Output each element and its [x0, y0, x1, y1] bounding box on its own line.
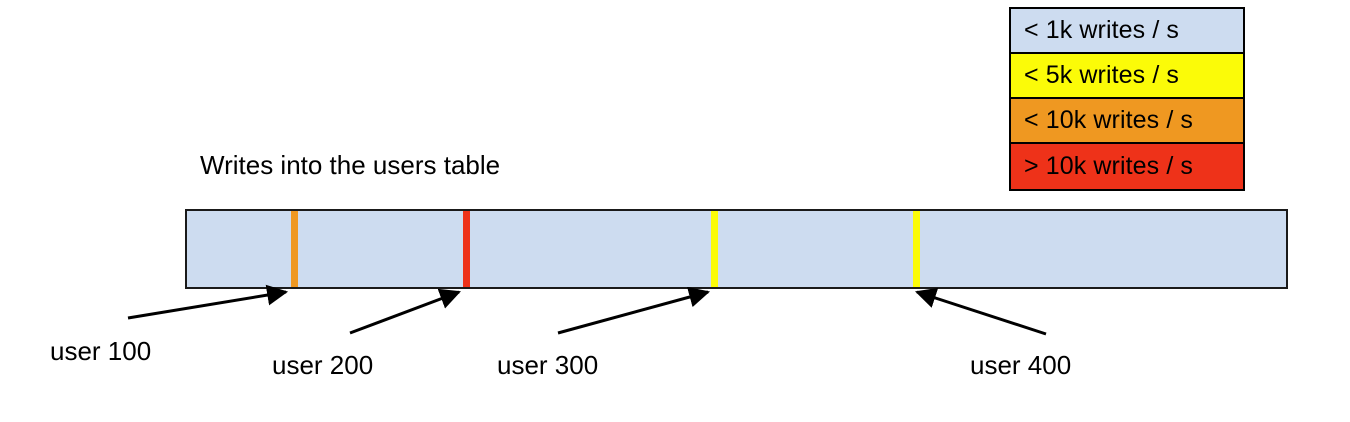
label-user-300: user 300 [497, 350, 599, 380]
legend-row-label: < 10k writes / s [1024, 106, 1194, 134]
write-rate-legend: < 1k writes / s < 5k writes / s < 10k wr… [1009, 7, 1245, 191]
users-table-bar [185, 209, 1288, 289]
legend-row-under-5k: < 5k writes / s [1011, 54, 1243, 99]
legend-row-label: < 5k writes / s [1024, 61, 1180, 89]
arrow-user-100 [127, 284, 289, 320]
partition-marker-user-300 [711, 211, 719, 287]
label-user-400: user 400 [970, 350, 1072, 380]
legend-row-label: < 1k writes / s [1024, 16, 1180, 44]
label-user-200: user 200 [272, 350, 374, 380]
legend-row-under-10k: < 10k writes / s [1011, 99, 1243, 144]
legend-row-under-1k: < 1k writes / s [1011, 9, 1243, 54]
arrow-user-400 [915, 287, 1047, 336]
arrow-user-300 [557, 286, 711, 335]
partition-marker-user-100 [291, 211, 299, 287]
arrow-user-200 [349, 288, 461, 335]
chart-title: Writes into the users table [200, 150, 501, 180]
partition-marker-user-400 [913, 211, 921, 287]
legend-row-label: > 10k writes / s [1024, 152, 1194, 180]
legend-row-over-10k: > 10k writes / s [1011, 144, 1243, 189]
label-user-100: user 100 [50, 336, 152, 366]
partition-marker-user-200 [462, 211, 470, 287]
